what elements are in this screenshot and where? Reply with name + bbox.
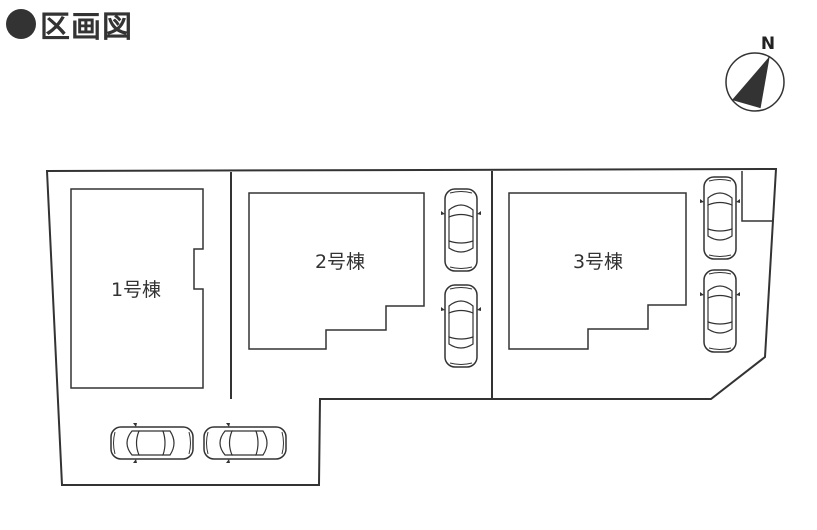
site-boundary [45,167,778,486]
building-1-label: 1号棟 [111,279,161,301]
north-arrow-icon: N [725,34,785,112]
building-3-footprint [508,192,687,350]
building-1-footprint [70,188,204,389]
car-icon [699,176,741,260]
building-2-footprint [248,192,425,350]
car-icon [699,269,741,353]
car-icon [203,422,287,464]
page-title-text: 区画図 [40,10,133,45]
building-3-label: 3号棟 [573,251,623,273]
car-icon [440,284,482,368]
building-2-label: 2号棟 [315,251,365,273]
bullet-circle-icon [6,9,36,39]
site-notch [741,171,773,222]
page-title: 区画図 [6,6,133,45]
car-icon [440,188,482,272]
north-letter: N [761,34,775,54]
car-icon [110,422,194,464]
